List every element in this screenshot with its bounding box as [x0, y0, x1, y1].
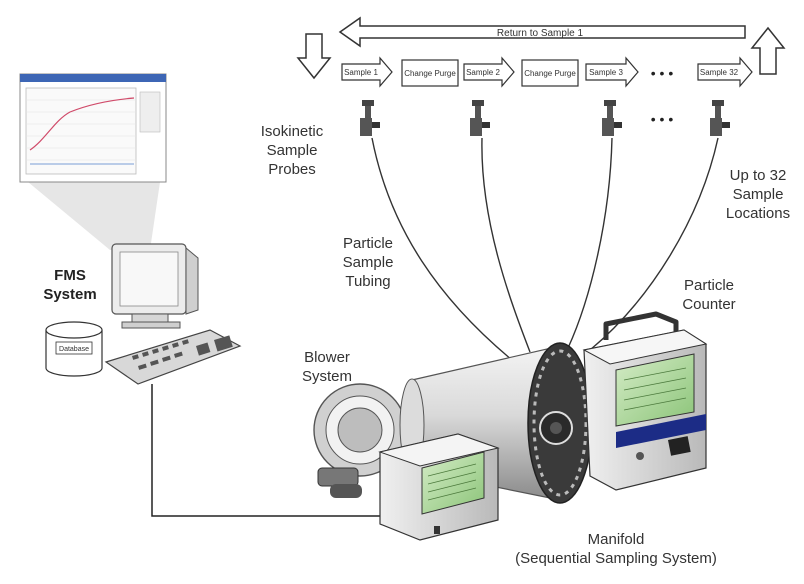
flow-step-sample-2: Sample 2 — [464, 58, 514, 86]
fms-screenshot — [20, 74, 166, 250]
label-isokinetic-probes: Isokinetic Sample Probes — [244, 122, 340, 179]
svg-text:Sample 3: Sample 3 — [589, 68, 623, 77]
database-label: Database — [59, 346, 89, 353]
probe-icon — [470, 100, 490, 136]
flow-row: Sample 1 Change Purge Sample 2 Change Pu… — [342, 58, 752, 86]
flow-step-sample-3: Sample 3 — [586, 58, 638, 86]
svg-text:Sample 1: Sample 1 — [344, 68, 378, 77]
probe-icon — [710, 100, 730, 136]
return-label: Return to Sample 1 — [497, 28, 584, 39]
svg-text:Change Purge: Change Purge — [404, 69, 456, 78]
probe-icon — [360, 100, 380, 136]
down-arrow-icon — [298, 34, 330, 78]
monitor-icon — [112, 244, 198, 328]
flow-step-sample-32: Sample 32 — [698, 58, 752, 86]
keyboard-icon — [106, 330, 240, 384]
svg-text:Change Purge: Change Purge — [524, 69, 576, 78]
probe-ellipsis: • • • — [651, 111, 674, 127]
label-sample-locations: Up to 32 Sample Locations — [716, 166, 800, 223]
flow-step-change-purge-2: Change Purge — [522, 60, 578, 86]
label-manifold: Manifold (Sequential Sampling System) — [488, 530, 744, 568]
label-particle-sample-tubing: Particle Sample Tubing — [326, 234, 410, 291]
svg-text:Sample 32: Sample 32 — [700, 68, 739, 77]
particle-counter-icon — [584, 314, 706, 490]
label-fms-system: FMS System — [20, 266, 120, 304]
database-icon: Database — [46, 322, 102, 376]
up-arrow-icon — [752, 28, 784, 74]
controller-icon — [380, 434, 498, 540]
flow-ellipsis: • • • — [651, 65, 674, 81]
flow-step-sample-1: Sample 1 — [342, 58, 392, 86]
label-blower-system: Blower System — [282, 348, 372, 386]
label-particle-counter: Particle Counter — [664, 276, 754, 314]
svg-text:Sample 2: Sample 2 — [466, 68, 500, 77]
flow-step-change-purge-1: Change Purge — [402, 60, 458, 86]
probe-icon — [602, 100, 622, 136]
return-arrow: Return to Sample 1 — [340, 18, 745, 46]
sample-tubing — [372, 138, 718, 360]
